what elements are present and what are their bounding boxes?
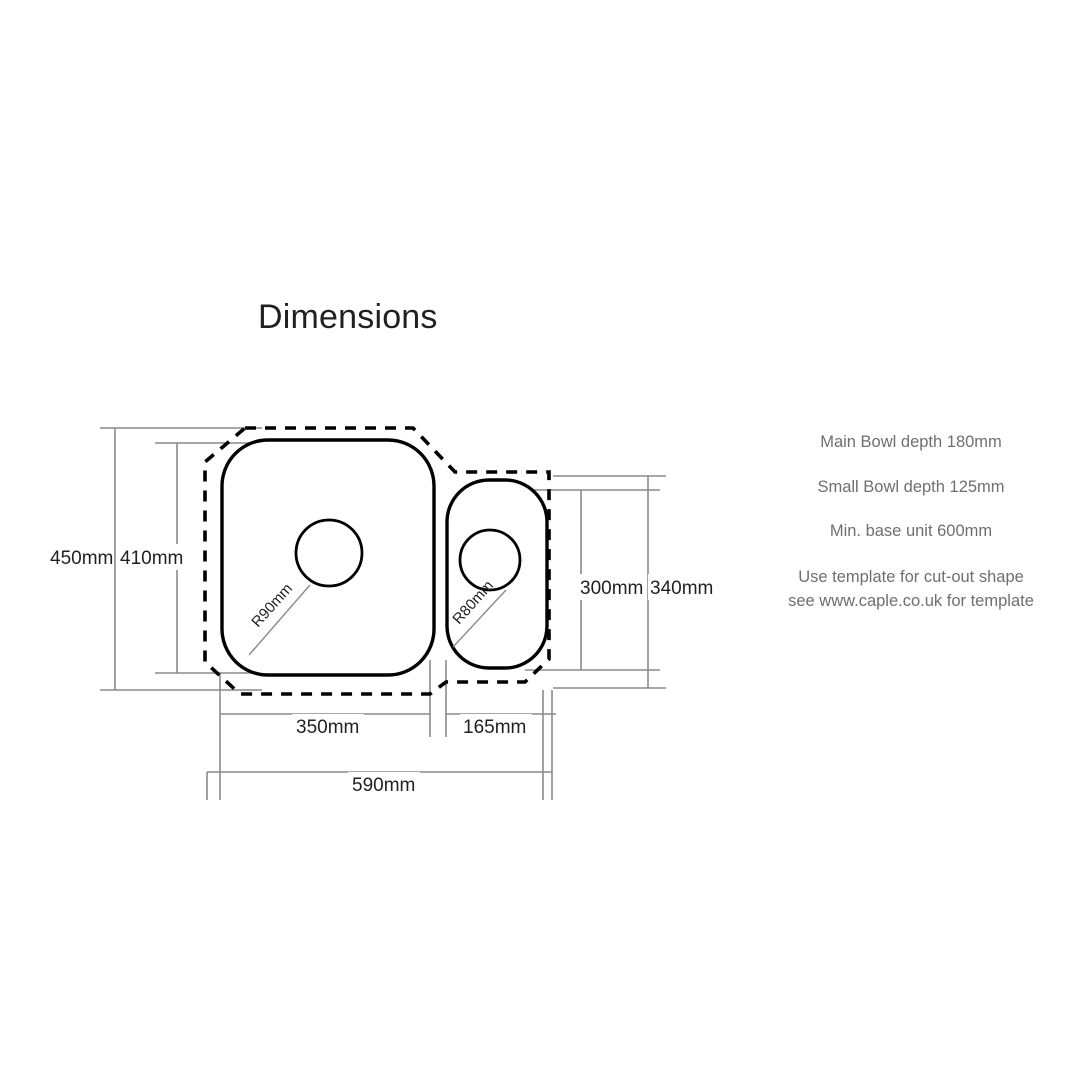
main-bowl-drain <box>294 518 364 588</box>
label-bg-350 <box>292 714 364 740</box>
note-main-bowl-depth: Main Bowl depth 180mm <box>820 433 1002 451</box>
page-title: Dimensions <box>258 298 438 336</box>
dim-label-340: 340mm <box>650 578 713 599</box>
dim-label-590: 590mm <box>352 775 415 796</box>
small-bowl-drain <box>458 528 522 592</box>
dim-label-450: 450mm <box>50 548 113 569</box>
label-bg-300 <box>578 574 646 600</box>
main-radius-leader <box>248 584 311 656</box>
dim-label-300: 300mm <box>580 578 643 599</box>
small-radius-leader <box>452 589 507 648</box>
notes-panel: Main Bowl depth 180mm Small Bowl depth 1… <box>766 432 1056 614</box>
note-template-line-1: Use template for cut-out shape <box>798 567 1024 586</box>
note-template: Use template for cut-out shape see www.c… <box>766 566 1056 614</box>
note-template-line-2: see www.caple.co.uk for template <box>788 591 1034 610</box>
label-bg-590 <box>348 772 420 798</box>
label-bg-340 <box>648 574 716 600</box>
dim-label-350: 350mm <box>296 717 359 738</box>
dim-label-165: 165mm <box>463 717 526 738</box>
label-bg-165 <box>460 714 532 740</box>
cutout-template-outline <box>203 426 551 696</box>
label-bg-450 <box>46 544 110 570</box>
note-small-bowl-depth: Small Bowl depth 125mm <box>817 477 1005 496</box>
label-bg-410 <box>119 544 183 570</box>
note-min-base-unit: Min. base unit 600mm <box>829 522 993 541</box>
dim-label-410: 410mm <box>120 548 183 569</box>
